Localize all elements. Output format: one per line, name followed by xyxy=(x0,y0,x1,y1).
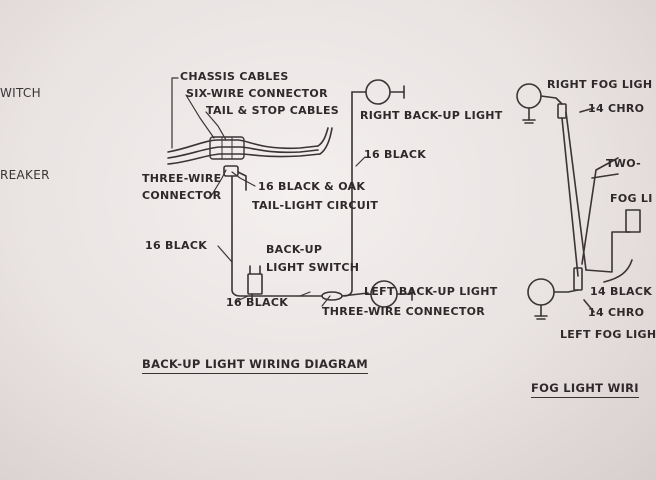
backup-diagram-title: BACK-UP LIGHT WIRING DIAGRAM xyxy=(142,357,369,374)
wire-16-black-right-label: 16 BLACK xyxy=(364,148,427,161)
fog-diagram-title: FOG LIGHT WIRI xyxy=(531,381,639,398)
leader-lines xyxy=(171,77,366,307)
wiring-diagram-drawing xyxy=(167,77,641,320)
left-fog-light-label: LEFT FOG LIGH xyxy=(560,328,656,341)
wire-14-chrome-top-label: 14 CHRO xyxy=(588,102,645,115)
left-edge-label-2: REAKER xyxy=(0,168,50,182)
fog-light-drawing xyxy=(516,83,641,320)
wire-14-black-label: 14 BLACK xyxy=(590,285,653,298)
three-wire-connector-lower xyxy=(321,291,369,301)
backup-light-switch xyxy=(247,265,263,301)
wire-16-black-left-label: 16 BLACK xyxy=(145,239,208,252)
three-wire-connector-label-line1: THREE-WIRE xyxy=(142,172,222,185)
tail-light-circuit-label: TAIL-LIGHT CIRCUIT xyxy=(252,199,379,212)
backup-switch-label-line2: LIGHT SWITCH xyxy=(266,261,360,274)
chassis-cable-harness xyxy=(167,127,333,165)
three-wire-connector-label-line2: CONNECTOR xyxy=(142,189,222,202)
six-wire-connector-label: SIX-WIRE CONNECTOR xyxy=(186,87,328,100)
tail-stop-cables-label: TAIL & STOP CABLES xyxy=(206,104,340,117)
two-label: TWO- xyxy=(606,157,641,170)
left-backup-light-bulb xyxy=(370,280,413,308)
left-edge-label-1: WITCH xyxy=(0,86,41,100)
left-backup-light-label: LEFT BACK-UP LIGHT xyxy=(364,285,498,298)
fog-label: FOG LI xyxy=(610,192,653,205)
wire-14-chrome-bottom-label: 14 CHRO xyxy=(588,306,645,319)
right-backup-light-bulb xyxy=(365,79,405,105)
three-wire-connector-upper xyxy=(223,165,239,177)
chassis-cables-label: CHASSIS CABLES xyxy=(180,70,289,83)
three-wire-connector-bottom-label: THREE-WIRE CONNECTOR xyxy=(322,305,486,318)
wire-16-black-bottom-label: 16 BLACK xyxy=(226,296,289,309)
backup-switch-label-line1: BACK-UP xyxy=(266,243,323,256)
right-fog-light-label: RIGHT FOG LIGH xyxy=(547,78,653,91)
wire-16-black-oak-label: 16 BLACK & OAK xyxy=(258,180,366,193)
right-backup-light-label: RIGHT BACK-UP LIGHT xyxy=(360,109,503,122)
